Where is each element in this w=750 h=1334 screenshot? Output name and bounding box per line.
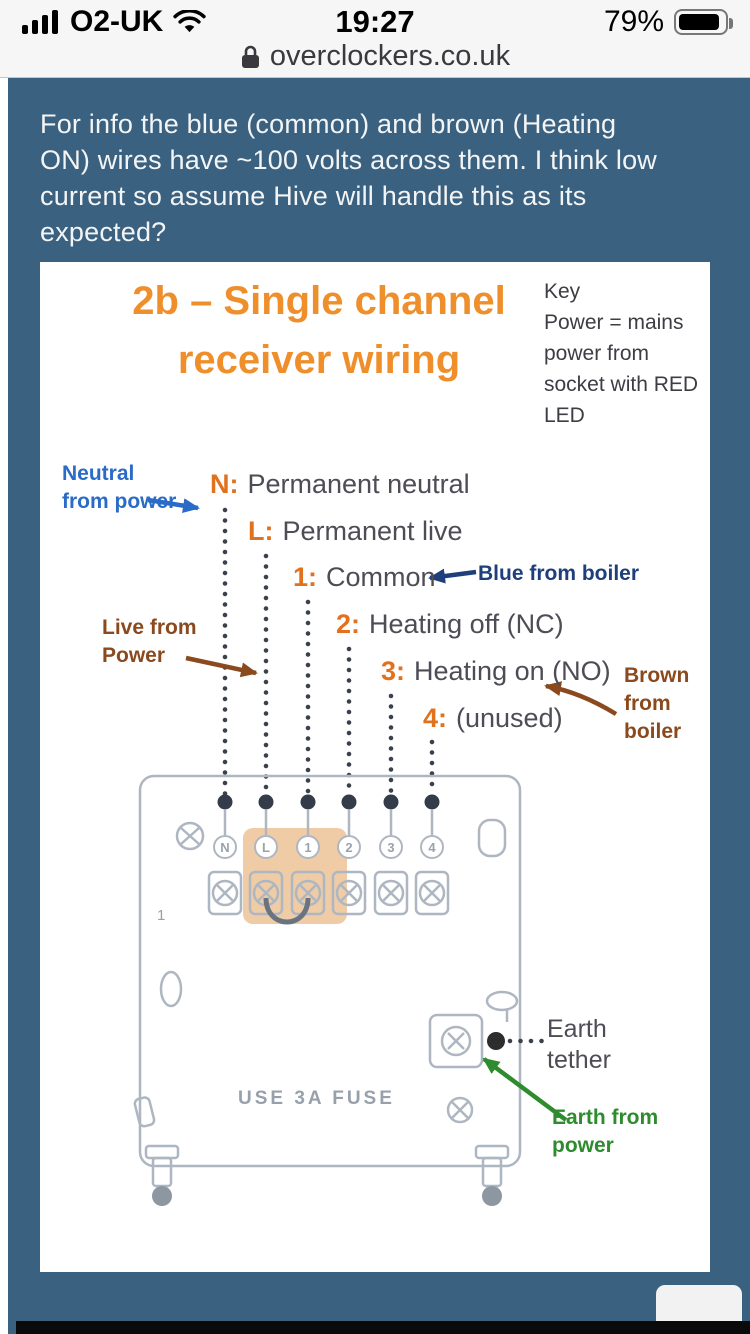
battery-percent-label: 79% — [603, 5, 664, 38]
terminal-1: 1 — [290, 794, 326, 916]
status-bar: O2-UK 19:27 79% — [0, 0, 750, 44]
address-bar[interactable]: overclockers.co.uk — [0, 40, 750, 78]
page-content: For info the blue (common) and brown (He… — [0, 78, 750, 1334]
label-terminal-2: 2:Heating off (NC) — [336, 609, 564, 639]
svg-text:L: L — [262, 840, 270, 855]
lock-icon — [241, 45, 259, 68]
label-live-from-power: Live from Power — [102, 616, 197, 667]
jumper-wire — [263, 897, 311, 925]
label-terminal-4: 4:(unused) — [423, 703, 563, 733]
terminal-3: 3 — [373, 794, 409, 916]
mount-screw-left — [152, 1186, 172, 1206]
key-body: Power = mains power from socket with RED… — [544, 311, 699, 427]
clock-label: 19:27 — [335, 4, 415, 39]
terminal-4: 4 — [414, 794, 450, 916]
terminal-dotted-lines — [222, 507, 435, 797]
diagram-drawing: N L 1 — [133, 497, 618, 1206]
backplate-outline — [133, 774, 522, 1206]
label-terminal-n: N:Permanent neutral — [210, 469, 470, 499]
carrier-label: O2-UK — [70, 5, 164, 38]
terminal-l: L — [248, 794, 284, 916]
label-brown-from-boiler: Brown from boiler — [624, 664, 690, 743]
forum-post: For info the blue (common) and brown (He… — [8, 78, 750, 1334]
earth-terminal — [428, 1013, 545, 1069]
diagram-key: Key Power = mains power from socket with… — [544, 276, 712, 431]
svg-text:3: 3 — [387, 840, 394, 855]
svg-text:1: 1 — [304, 840, 311, 855]
label-neutral-from-power: Neutral from power — [62, 462, 177, 513]
diagram-title-line1: 2b – Single channel — [132, 279, 506, 323]
live-arrow — [185, 655, 258, 678]
terminal-2: 2 — [331, 794, 367, 916]
blue-from-boiler-arrow — [428, 568, 477, 584]
mount-screw-right — [482, 1186, 502, 1206]
label-terminal-1: 1:Common — [293, 562, 436, 592]
bottom-bar — [16, 1321, 750, 1334]
key-heading: Key — [544, 280, 581, 303]
label-terminal-3: 3:Heating on (NO) — [381, 656, 611, 686]
brown-from-boiler-arrow — [544, 681, 618, 716]
diagram-title-line2: receiver wiring — [177, 338, 461, 382]
wifi-icon — [173, 10, 207, 33]
terminal-n: N — [207, 794, 243, 916]
label-blue-from-boiler: Blue from boiler — [478, 562, 640, 585]
neutral-arrow — [147, 497, 200, 514]
label-earth-from-power: Earth from power — [552, 1106, 659, 1157]
diagram-title: 2b – Single channel receiver wiring — [76, 272, 562, 390]
label-earth-tether: Earth tether — [547, 1015, 611, 1074]
wiring-diagram-image[interactable]: N L 1 — [40, 262, 710, 1272]
earth-wire-dot — [487, 1032, 505, 1050]
page-corner-element[interactable] — [656, 1285, 742, 1321]
svg-text:N: N — [220, 840, 229, 855]
label-plate-number: 1 — [157, 907, 166, 924]
post-text: For info the blue (common) and brown (He… — [40, 109, 657, 247]
svg-text:2: 2 — [345, 840, 352, 855]
svg-text:4: 4 — [428, 840, 436, 855]
cell-signal-icon — [22, 10, 58, 34]
label-fuse: USE 3A FUSE — [238, 1088, 395, 1109]
url-text: overclockers.co.uk — [269, 40, 511, 72]
battery-icon — [674, 9, 733, 35]
label-terminal-l: L:Permanent live — [248, 516, 463, 546]
earth-arrow — [482, 1057, 568, 1122]
fuse-screw — [446, 1096, 474, 1124]
